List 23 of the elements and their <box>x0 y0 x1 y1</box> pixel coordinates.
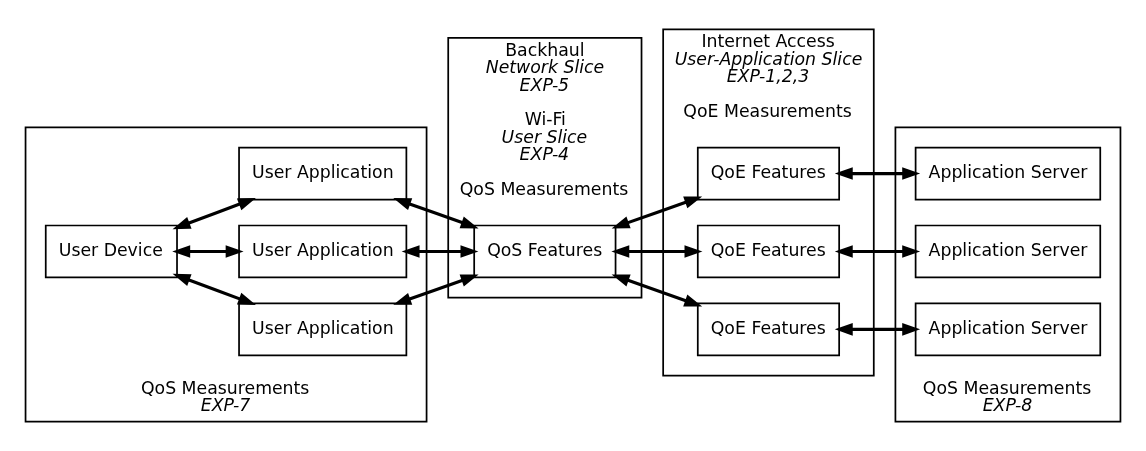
node-box: User Application <box>238 224 408 279</box>
arrow <box>834 245 921 258</box>
node-box: QoE Features <box>696 224 840 279</box>
arrow <box>611 245 703 258</box>
arrow <box>834 323 921 336</box>
arrow <box>393 198 479 229</box>
arrow <box>172 273 256 305</box>
node-box: QoE Features <box>696 302 840 357</box>
node-box: User Device <box>44 224 178 279</box>
node-box: User Application <box>238 146 408 201</box>
node-box: Application Server <box>914 146 1102 201</box>
node-box: Application Server <box>914 302 1102 357</box>
arrow <box>834 167 921 180</box>
arrow <box>401 245 479 258</box>
arrow <box>611 274 703 307</box>
arrow <box>393 274 479 305</box>
node-box: QoE Features <box>696 146 840 201</box>
arrow <box>611 196 703 229</box>
node-box: QoS Features <box>473 224 617 279</box>
node-box: User Application <box>238 302 408 357</box>
arrow <box>172 245 244 258</box>
node-box: Application Server <box>914 224 1102 279</box>
arrow <box>172 197 256 230</box>
